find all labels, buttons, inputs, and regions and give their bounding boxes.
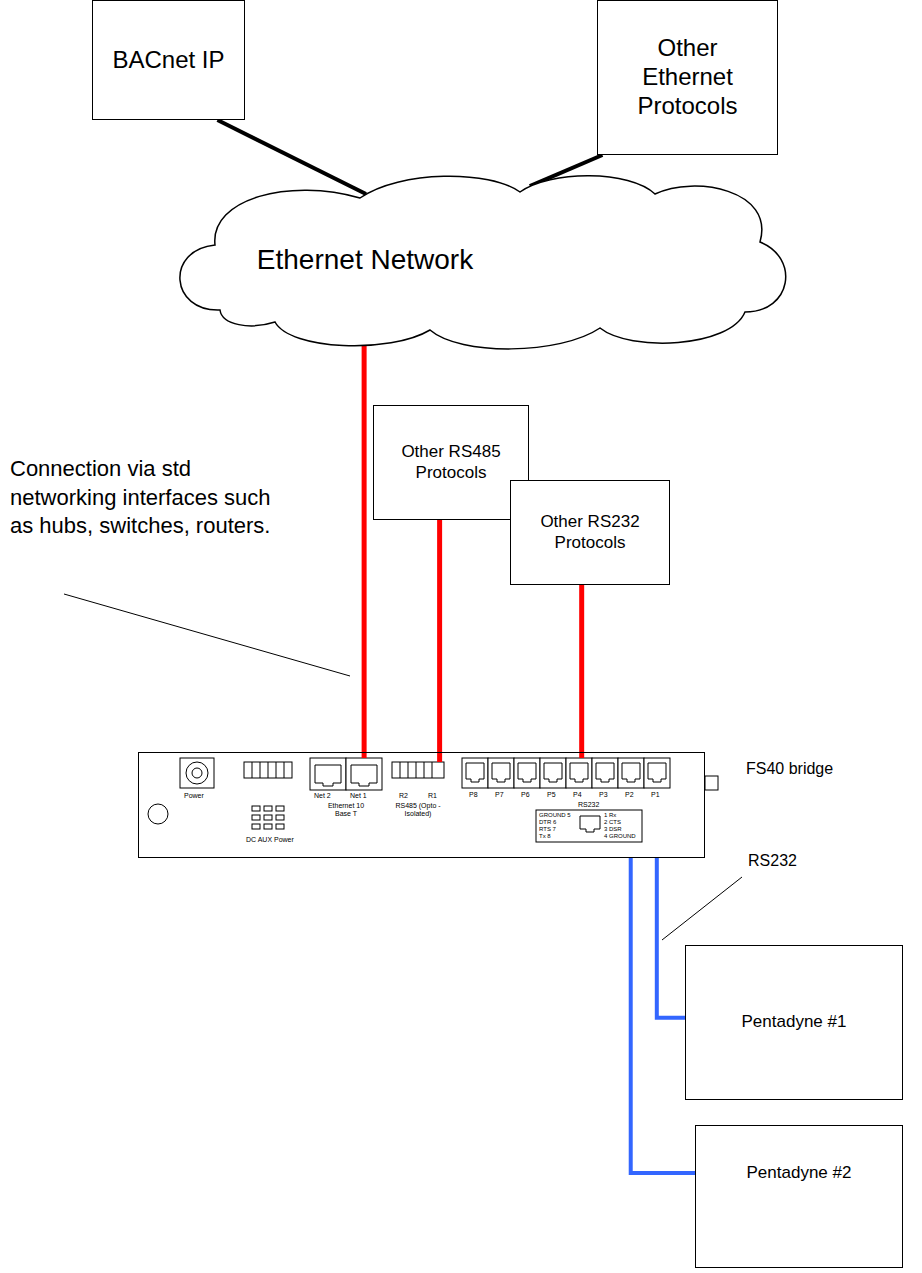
leader-lines bbox=[64, 594, 742, 940]
port-label: Net 1 bbox=[350, 792, 367, 800]
pinout-table bbox=[536, 810, 642, 842]
pin-label: GROUND 5 bbox=[539, 812, 571, 819]
pin-label: DTR 6 bbox=[539, 819, 556, 826]
pin-label: 3 DSR bbox=[604, 826, 622, 833]
device-box: Pentadyne #2 bbox=[695, 1125, 903, 1268]
power-jack bbox=[186, 762, 208, 784]
pin-label: 1 Rx bbox=[604, 812, 616, 819]
connector bbox=[579, 585, 584, 758]
connector bbox=[657, 858, 685, 1018]
network-cloud: Ethernet Network bbox=[160, 170, 790, 350]
port-label: Power bbox=[184, 792, 204, 800]
rj45-socket bbox=[466, 763, 666, 782]
terminal-pin bbox=[252, 806, 260, 811]
terminal-pin bbox=[276, 815, 284, 820]
connector bbox=[217, 120, 366, 194]
terminal-divider bbox=[400, 762, 432, 778]
pinout-socket bbox=[580, 816, 600, 832]
pin-label: 2 CTS bbox=[604, 819, 621, 826]
port-label: R2 bbox=[399, 792, 408, 800]
protocol-box: Other RS232 Protocols bbox=[510, 480, 670, 585]
ethernet-port bbox=[310, 758, 346, 790]
terminal-pin bbox=[264, 806, 272, 811]
leader-line bbox=[662, 877, 742, 940]
port-label: P7 bbox=[495, 791, 504, 799]
protocol-box: Other Ethernet Protocols bbox=[597, 0, 778, 155]
port-label: RS232 bbox=[578, 801, 599, 809]
port-label: R1 bbox=[428, 792, 437, 800]
port-label: P1 bbox=[651, 791, 660, 799]
terminal-pin bbox=[264, 824, 272, 829]
node-text: BACnet IP bbox=[112, 46, 224, 75]
port-label: P4 bbox=[573, 791, 582, 799]
port-label: P6 bbox=[521, 791, 530, 799]
power-connector bbox=[180, 758, 214, 788]
port-label: P8 bbox=[469, 791, 478, 799]
rj45-socket bbox=[315, 765, 341, 786]
terminal-pin bbox=[276, 806, 284, 811]
port-label: P3 bbox=[599, 791, 608, 799]
node-text: Ethernet Network bbox=[257, 243, 473, 277]
connector bbox=[437, 520, 442, 762]
terminal-pin bbox=[252, 815, 260, 820]
side-connector bbox=[705, 776, 718, 790]
callout-label: RS232 bbox=[748, 852, 797, 870]
pin-label: RTS 7 bbox=[539, 826, 556, 833]
port-label: DC AUX Power bbox=[246, 836, 294, 844]
node-text: Pentadyne #2 bbox=[747, 1163, 852, 1183]
protocol-box: Other RS485 Protocols bbox=[373, 405, 529, 520]
rs485-terminal bbox=[392, 762, 444, 778]
ethernet-port bbox=[346, 758, 382, 790]
port-label: Net 2 bbox=[314, 792, 331, 800]
terminal-pin bbox=[276, 824, 284, 829]
node-text: Other RS232 Protocols bbox=[527, 512, 653, 553]
ul-logo bbox=[148, 804, 168, 824]
connector bbox=[362, 346, 367, 759]
port-label: P2 bbox=[625, 791, 634, 799]
protocol-box: BACnet IP bbox=[92, 0, 245, 120]
device-box: Pentadyne #1 bbox=[685, 945, 903, 1100]
node-text: Other RS485 Protocols bbox=[390, 442, 512, 483]
terminal-divider bbox=[252, 762, 284, 778]
cloud-outline bbox=[160, 170, 790, 350]
device-title: FS40 bridge bbox=[746, 759, 833, 778]
dc-aux-terminal bbox=[244, 762, 292, 778]
port-label: P5 bbox=[547, 791, 556, 799]
terminal-pin bbox=[264, 815, 272, 820]
leader-line bbox=[64, 594, 350, 676]
rj45-socket bbox=[351, 765, 377, 786]
node-text: Pentadyne #1 bbox=[742, 1012, 847, 1032]
callout-note: Connection via std networking interfaces… bbox=[10, 455, 278, 541]
terminal-pin bbox=[252, 824, 260, 829]
port-label: Ethernet 10 Base T bbox=[321, 802, 371, 818]
port-label: RS485 (Opto - Isolated) bbox=[384, 802, 452, 818]
pin-label: Tx 8 bbox=[539, 833, 551, 840]
node-text: Other Ethernet Protocols bbox=[626, 34, 749, 120]
fs40-device-art bbox=[148, 758, 718, 842]
cloud-shape bbox=[180, 176, 786, 349]
pin-label: 4 GROUND bbox=[604, 833, 636, 840]
power-jack-core bbox=[192, 768, 202, 778]
